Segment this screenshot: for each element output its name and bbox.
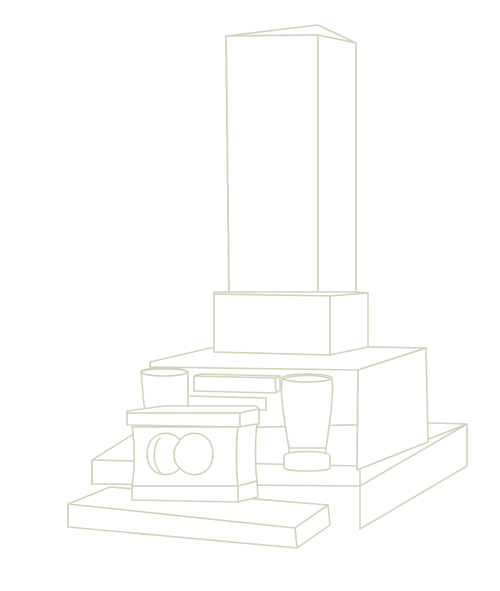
upright-pillar bbox=[225, 24, 357, 295]
incense-offering-table bbox=[126, 405, 260, 503]
pillar-base-block bbox=[213, 291, 369, 356]
water-basin bbox=[184, 373, 281, 411]
flower-vase-right bbox=[280, 373, 334, 472]
